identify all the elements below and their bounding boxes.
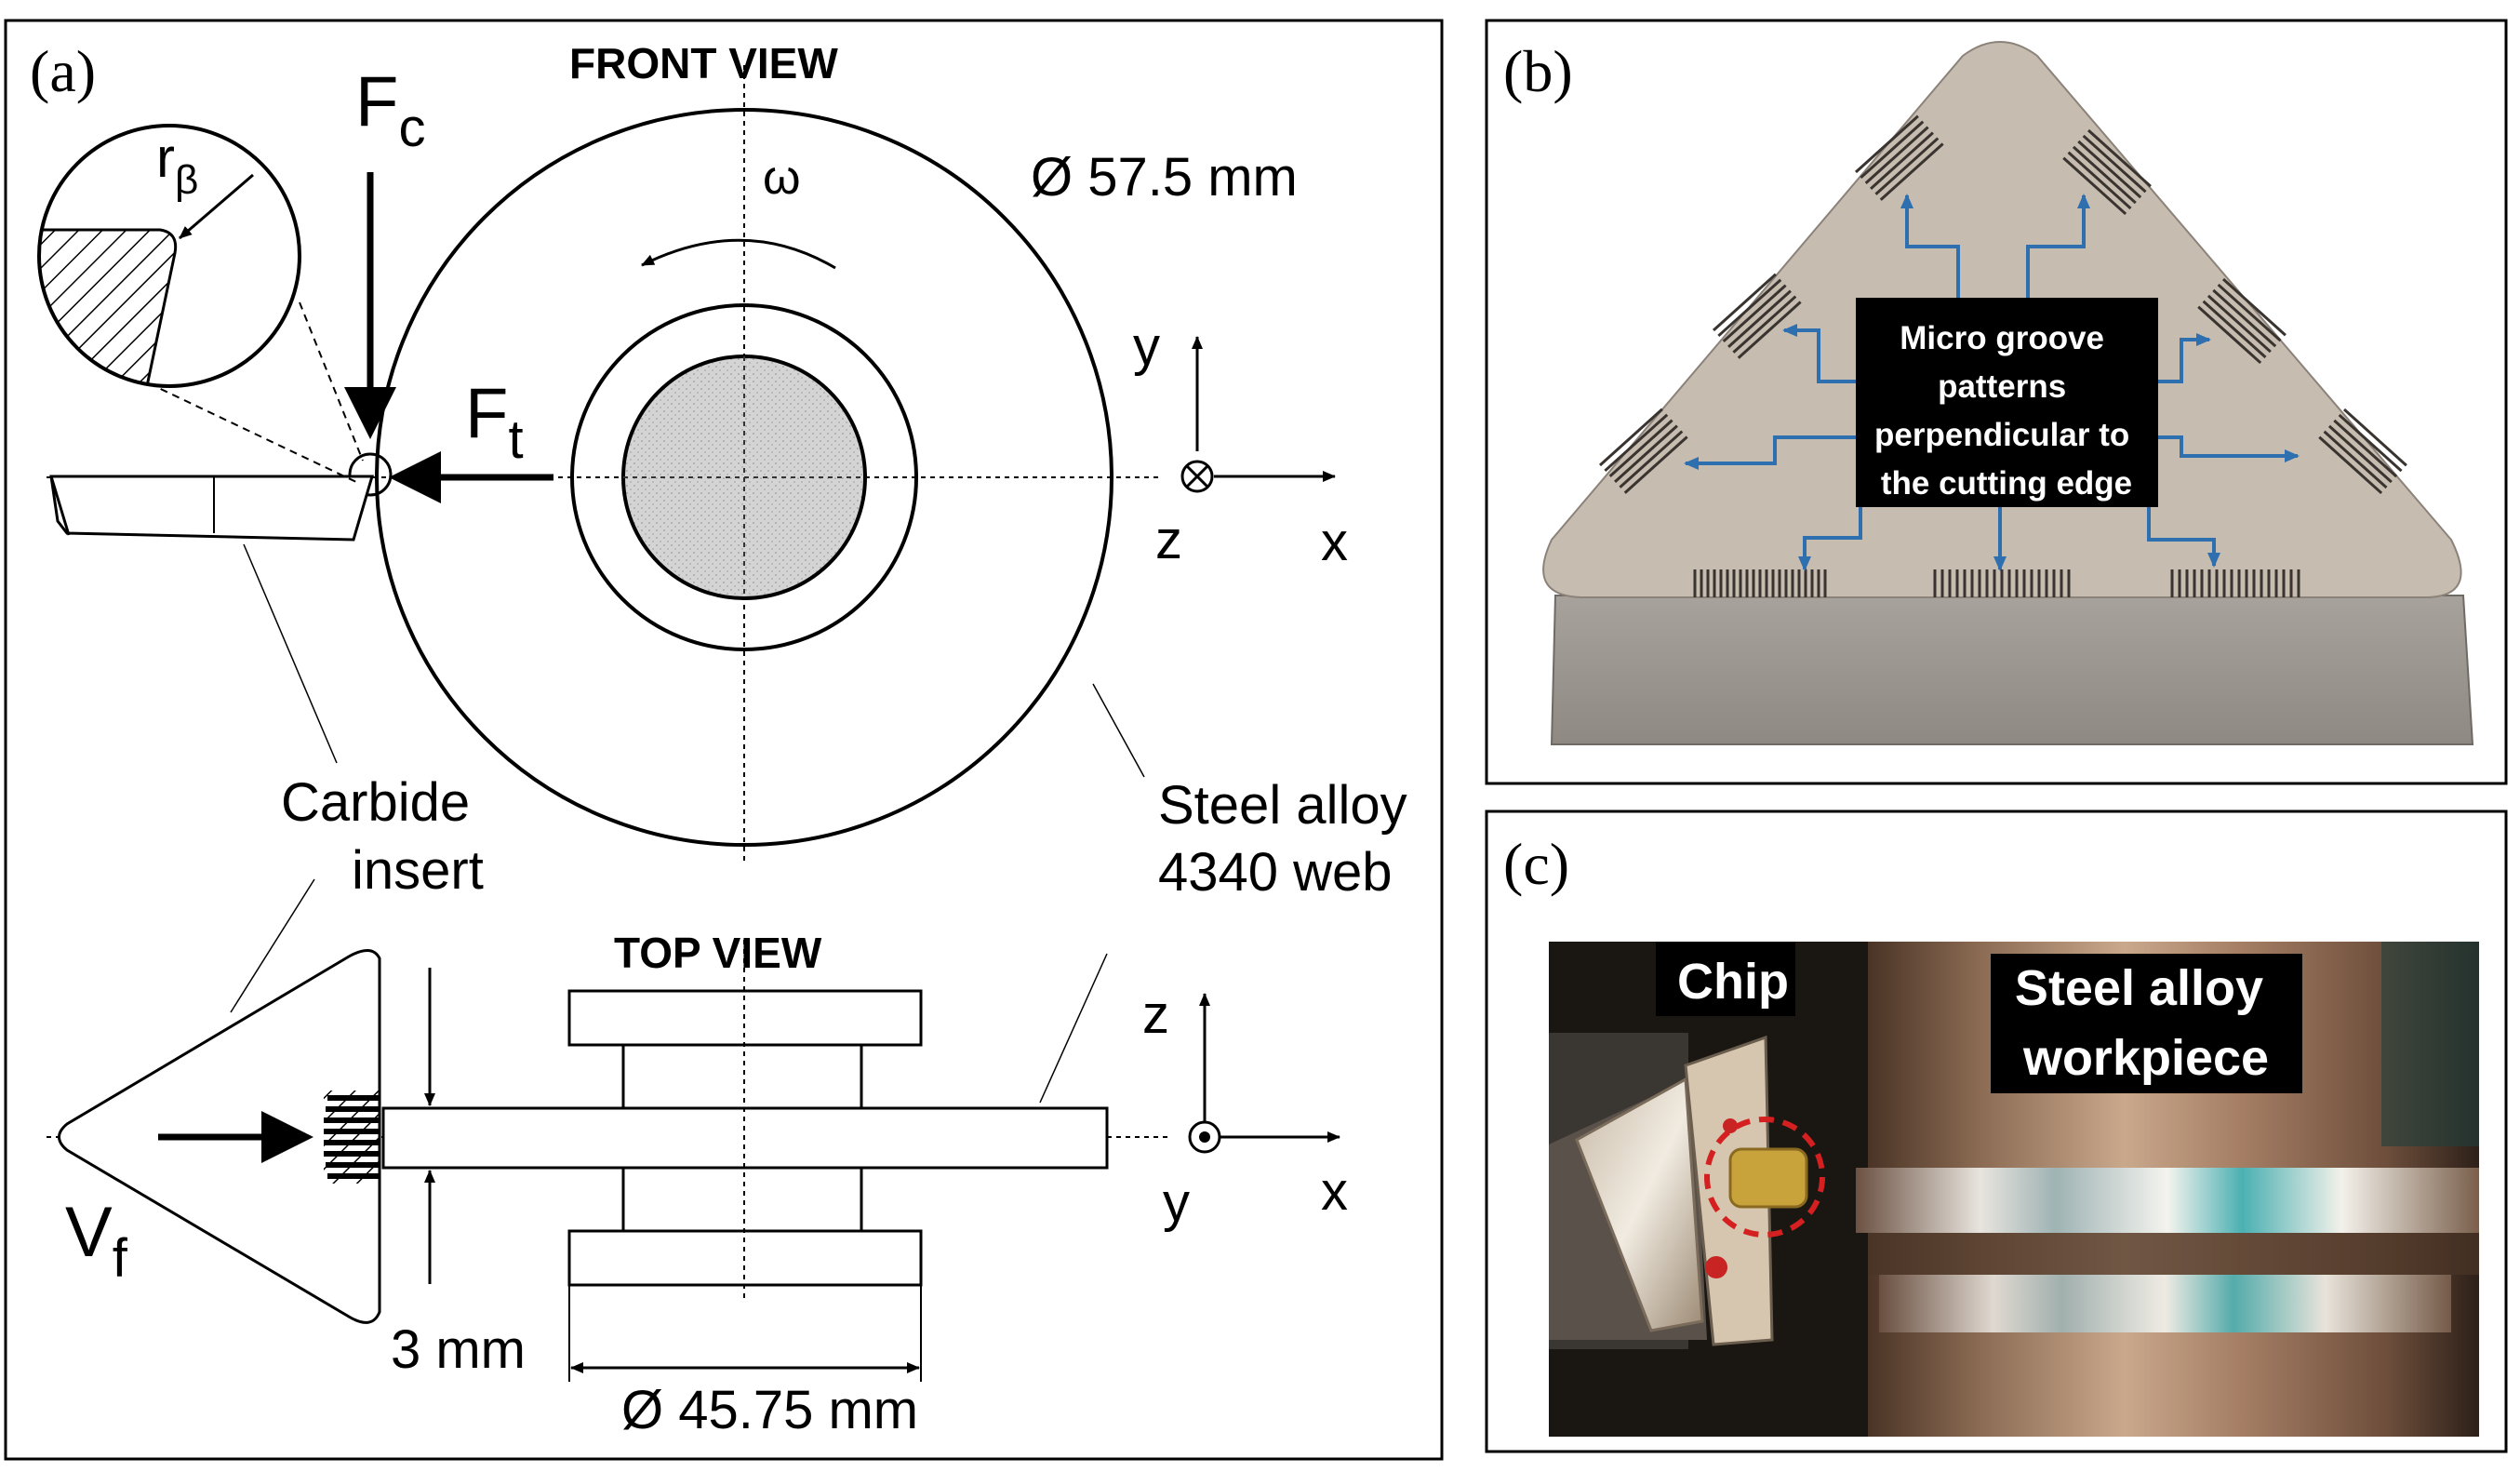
callout-box: [1856, 298, 2158, 507]
front-z-cross-2: [1185, 464, 1209, 488]
thickness-label: 3 mm: [391, 1319, 526, 1380]
photo-ring-shadow: [1868, 1233, 2479, 1275]
insert-side-chamfer: [49, 475, 71, 536]
chip-label-bg: [1656, 942, 1795, 1016]
magnifier-link-upper: [299, 301, 364, 462]
top-view-title: TOP VIEW: [614, 929, 822, 977]
workpiece-label-bg: [1991, 954, 2302, 1093]
micro-groove-lines: [324, 1095, 380, 1179]
groove-right-mid: [2197, 277, 2287, 365]
groove-bottom-left: [1693, 569, 1827, 597]
callout-text: Micro groove patterns perpendicular to t…: [1874, 320, 2139, 502]
workpiece-leader-front: [1092, 683, 1145, 778]
workpiece-leader-top: [1039, 953, 1108, 1104]
panel-a: (a) ω FRONT VIEW Ø 57.5 mm Fc Ft: [4, 19, 1444, 1461]
front-x-label: x: [1321, 512, 1348, 572]
top-hub-upper: [621, 1043, 863, 1110]
contact-point-circle: [348, 452, 393, 497]
top-y-label: y: [1163, 1172, 1190, 1233]
groove-patterns: [1598, 114, 2407, 597]
workpiece-outer-circle: [375, 108, 1113, 847]
front-y-label: y: [1133, 316, 1160, 377]
top-x-label: x: [1321, 1161, 1348, 1222]
panel-b: (b): [1485, 19, 2508, 785]
micro-groove-pattern: [324, 1091, 380, 1184]
photo-tool-insert: [1575, 1077, 1704, 1332]
front-view-title: FRONT VIEW: [569, 39, 838, 87]
thrust-force-label: Ft: [465, 374, 524, 470]
groove-right-top: [2062, 128, 2152, 216]
cutting-force-label: Fc: [355, 62, 425, 158]
steel-alloy-web-label: Steel alloy 4340 web: [1158, 775, 1422, 903]
groove-right-low: [2318, 408, 2407, 495]
panel-c: (c) Chip Steel alloy workpiece: [1485, 810, 2508, 1453]
edge-radius-label: rβ: [156, 127, 198, 203]
panel-c-label: (c): [1503, 831, 1569, 897]
top-z-label: z: [1142, 984, 1169, 1045]
groove-bottom-mid: [1933, 569, 2071, 597]
outer-diameter-label: Ø 57.5 mm: [1031, 147, 1298, 207]
insert-leader-line: [243, 543, 338, 764]
top-hub-lower: [621, 1166, 863, 1233]
insert-leader-top: [230, 878, 315, 1013]
photo-red-spot: [1705, 1256, 1727, 1278]
callout-arrows: [1684, 194, 2300, 571]
insert-side-face: [1550, 595, 2474, 745]
chip-marker-circle: [1704, 1117, 1825, 1238]
carbide-insert-label: Carbide insert: [281, 772, 485, 901]
groove-left-low: [1598, 408, 1688, 494]
rotation-arrow: [641, 238, 836, 270]
workpiece-middle-circle: [570, 303, 918, 651]
top-y-axis-dot: [1199, 1131, 1210, 1143]
groove-bottom-right: [2170, 569, 2300, 597]
insert-side-view: [49, 475, 375, 542]
panel-a-label: (a): [30, 38, 96, 104]
photo-right-background: [2381, 942, 2479, 1146]
omega-label: ω: [763, 151, 801, 205]
groove-left-top: [1854, 114, 1944, 201]
photo-lower-ring: [1879, 1275, 2451, 1332]
front-z-label: z: [1155, 510, 1182, 570]
photo-upper-ring: [1856, 1168, 2479, 1233]
photo-chip: [1728, 1147, 1808, 1209]
feed-velocity-label: Vf: [65, 1193, 128, 1289]
panel-b-label: (b): [1503, 38, 1573, 104]
photo-red-spot-top: [1723, 1118, 1738, 1133]
groove-left-mid: [1712, 273, 1802, 359]
inner-diameter-label: Ø 45.75 mm: [621, 1380, 918, 1440]
workpiece-photo-label: Steel alloy workpiece: [2015, 960, 2277, 1086]
chip-label: Chip: [1677, 954, 1789, 1010]
edge-radius-arrow: [179, 173, 254, 240]
